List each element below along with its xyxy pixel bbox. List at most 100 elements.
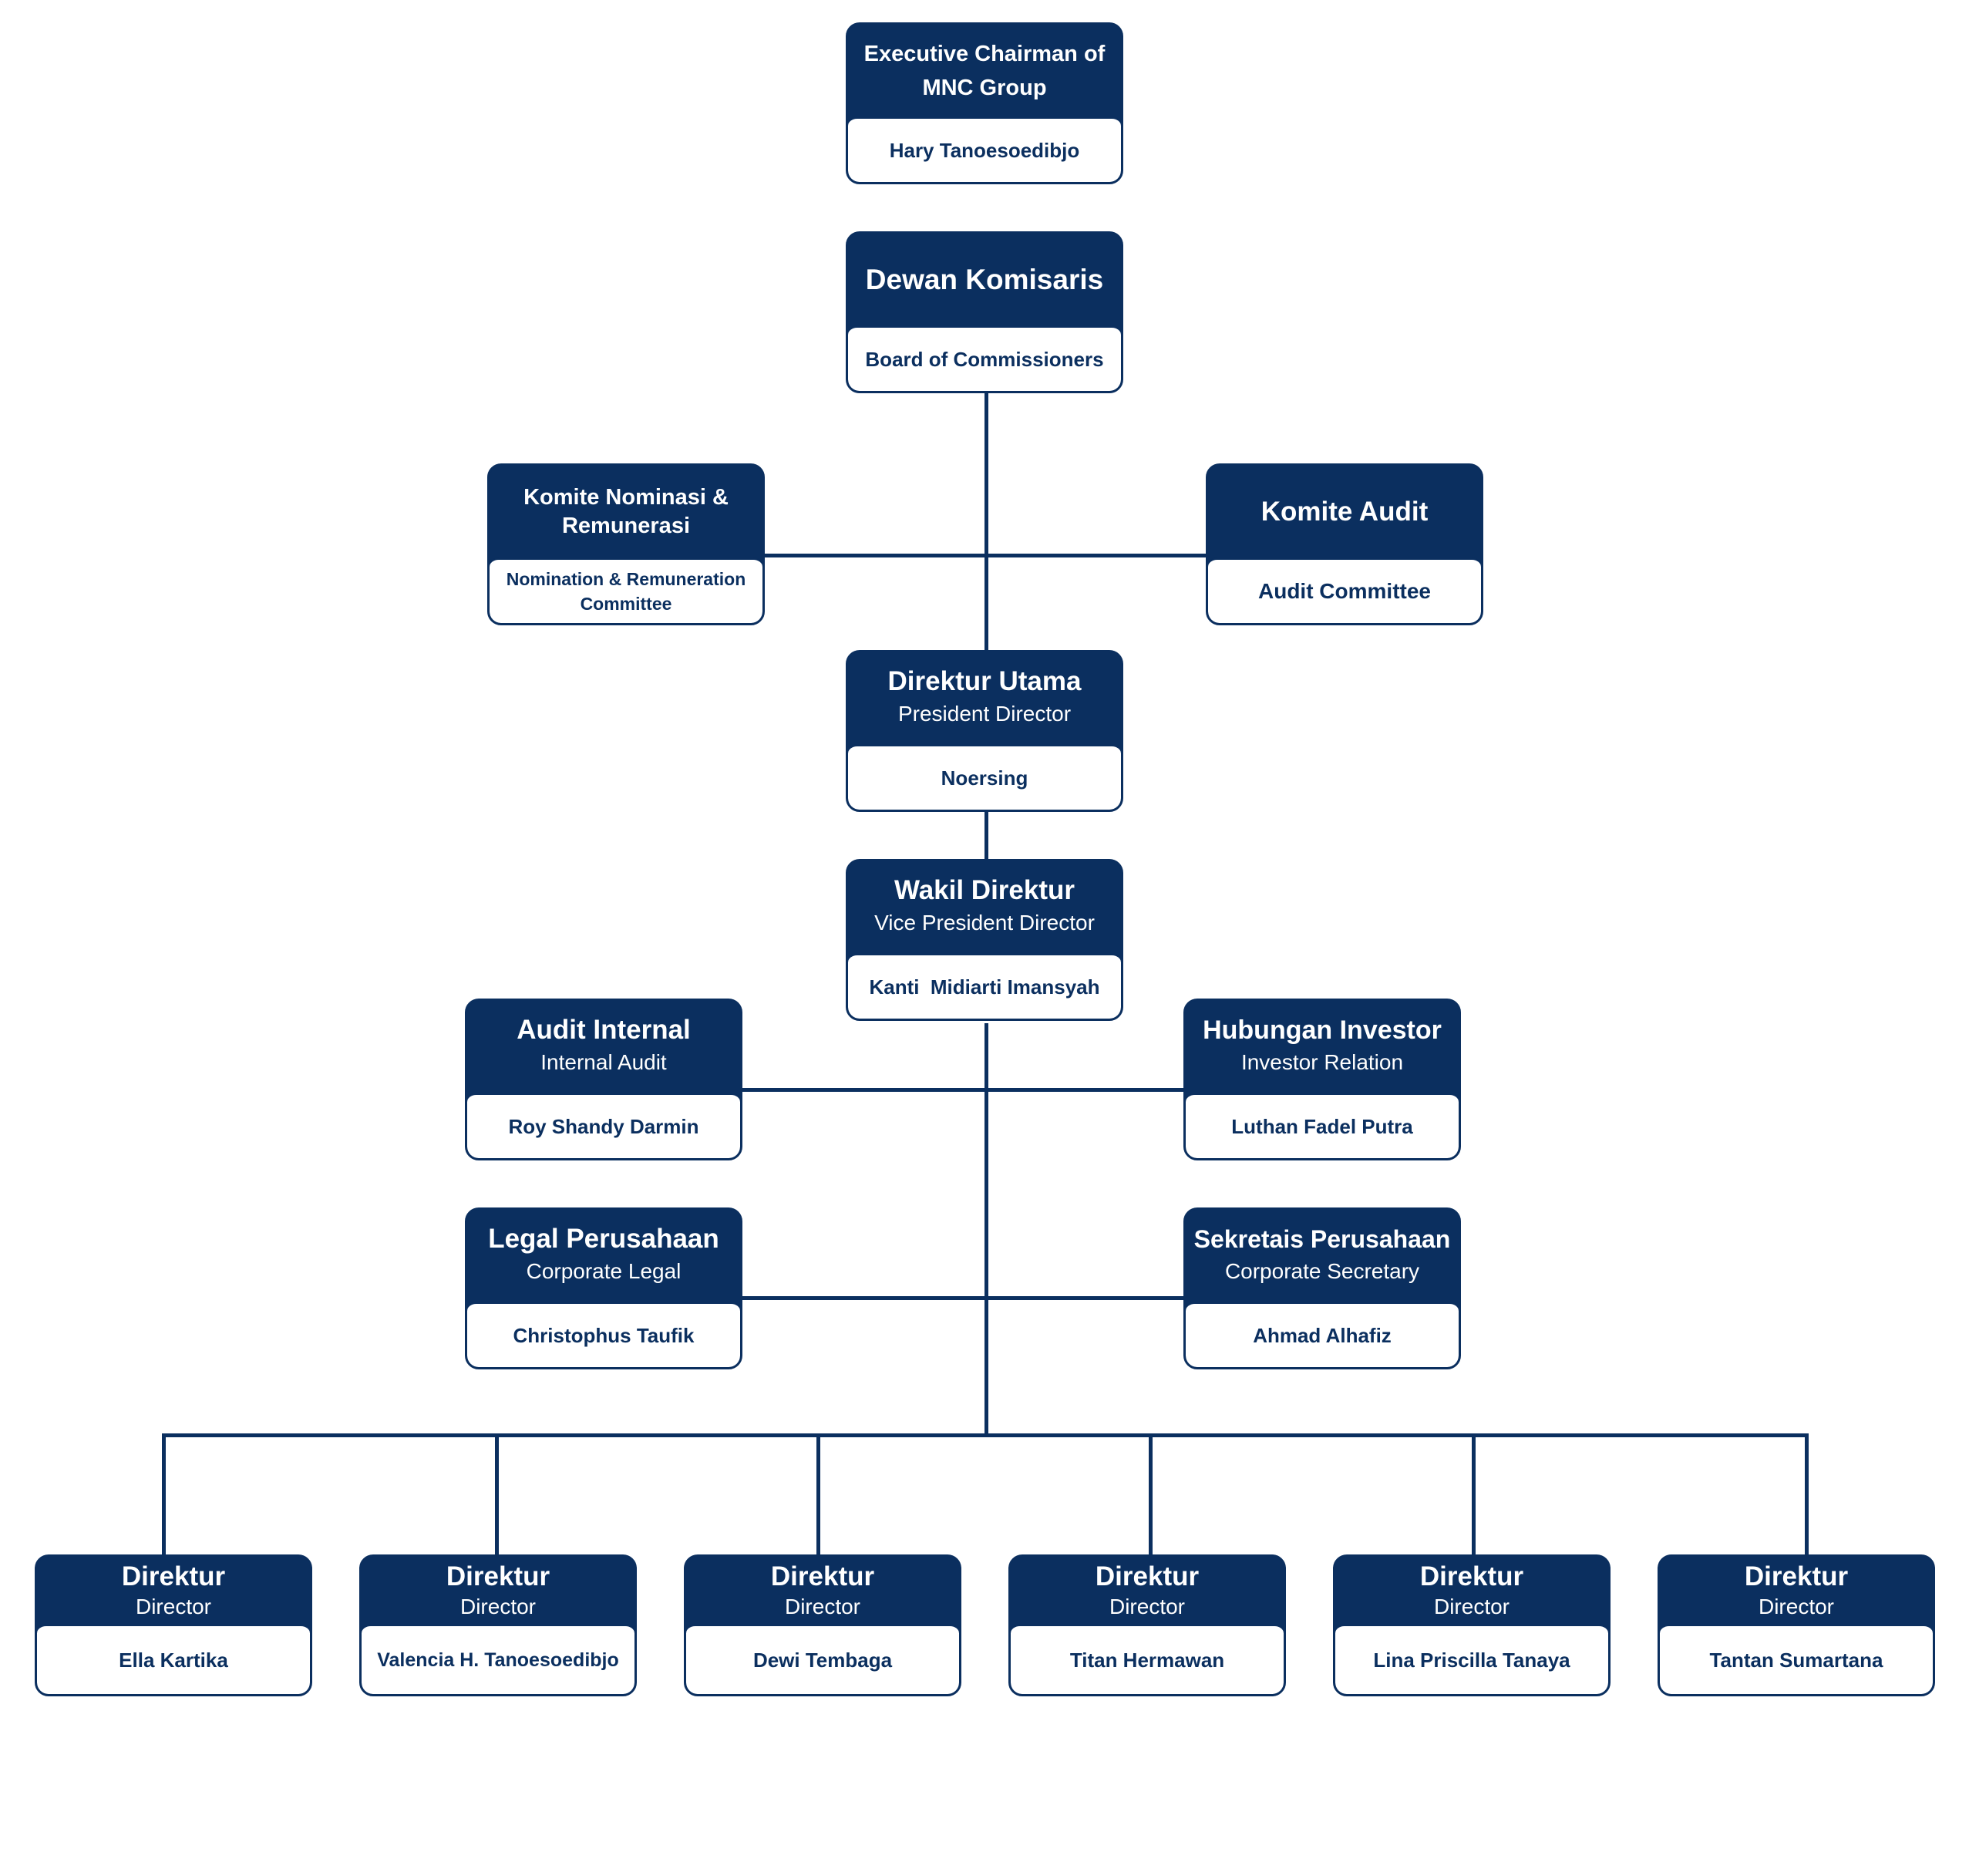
node-title: Legal Perusahaan xyxy=(488,1223,719,1254)
node-vice-president-director: Wakil Direktur Vice President Director K… xyxy=(846,859,1123,1021)
node-nomination-committee: Komite Nominasi & Remunerasi Nomination … xyxy=(487,463,765,625)
node-title: Wakil Direktur xyxy=(894,874,1075,905)
connector-president-to-vice xyxy=(984,812,988,862)
node-director-4: Direktur Director Titan Hermawan xyxy=(1008,1554,1286,1696)
node-name: Titan Hermawan xyxy=(1011,1624,1284,1694)
node-header: Direktur Director xyxy=(37,1557,310,1626)
node-name: Luthan Fadel Putra xyxy=(1186,1093,1459,1158)
person-name: Lina Priscilla Tanaya xyxy=(1373,1649,1570,1672)
node-subtitle: Corporate Secretary xyxy=(1224,1258,1420,1283)
person-name: Ella Kartika xyxy=(119,1649,228,1672)
person-name: Luthan Fadel Putra xyxy=(1231,1115,1413,1138)
node-investor-relation: Hubungan Investor Investor Relation Luth… xyxy=(1183,999,1461,1160)
node-title: Komite Nominasi & Remunerasi xyxy=(523,484,729,538)
connector-director-1 xyxy=(162,1433,166,1557)
node-header: Direktur Director xyxy=(1660,1557,1933,1626)
node-name: Christophus Taufik xyxy=(467,1302,740,1367)
node-name: Noersing xyxy=(848,744,1121,810)
node-title: Audit Internal xyxy=(517,1014,691,1045)
person-name: Audit Committee xyxy=(1258,579,1431,603)
person-name: Titan Hermawan xyxy=(1069,1649,1225,1672)
node-subtitle: Director xyxy=(1109,1595,1185,1618)
connector-vice-trunk xyxy=(984,1023,988,1437)
node-header: Legal Perusahaan Corporate Legal xyxy=(467,1210,740,1302)
node-corporate-legal: Legal Perusahaan Corporate Legal Christo… xyxy=(465,1207,742,1369)
node-subtitle: Director xyxy=(1433,1595,1510,1618)
node-header: Direktur Director xyxy=(1011,1557,1284,1626)
node-header: Hubungan Investor Investor Relation xyxy=(1186,1001,1459,1093)
node-name: Ella Kartika xyxy=(37,1624,310,1694)
node-header: Executive Chairman of MNC Group xyxy=(848,25,1121,116)
node-subtitle: President Director xyxy=(897,701,1072,726)
node-name: Tantan Sumartana xyxy=(1660,1624,1933,1694)
person-name: Roy Shandy Darmin xyxy=(508,1115,699,1138)
node-subtitle: Director xyxy=(459,1595,536,1618)
node-subtitle: Director xyxy=(784,1595,860,1618)
node-president-director: Direktur Utama President Director Noersi… xyxy=(846,650,1123,812)
connector-director-3 xyxy=(816,1433,820,1557)
node-header: Direktur Director xyxy=(686,1557,959,1626)
node-name: Board of Commissioners xyxy=(848,325,1121,391)
node-subtitle: Investor Relation xyxy=(1240,1049,1404,1074)
node-audit-committee: Komite Audit Audit Committee xyxy=(1206,463,1483,625)
node-header: Dewan Komisaris xyxy=(848,234,1121,325)
node-header: Wakil Direktur Vice President Director xyxy=(848,861,1121,953)
node-internal-audit: Audit Internal Internal Audit Roy Shandy… xyxy=(465,999,742,1160)
connector-legal-secretary xyxy=(742,1296,1185,1300)
node-header: Direktur Director xyxy=(1335,1557,1608,1626)
connector-director-4 xyxy=(1149,1433,1153,1557)
person-name: Noersing xyxy=(941,766,1028,790)
node-name: Lina Priscilla Tanaya xyxy=(1335,1624,1608,1694)
connector-director-2 xyxy=(495,1433,499,1557)
node-executive-chairman: Executive Chairman of MNC Group Hary Tan… xyxy=(846,22,1123,184)
connector-directors-bar xyxy=(162,1433,1809,1437)
connector-committees xyxy=(763,554,1210,557)
node-director-3: Direktur Director Dewi Tembaga xyxy=(684,1554,961,1696)
node-title: Direktur Utama xyxy=(887,665,1082,696)
person-name: Nomination & Remuneration Committee xyxy=(506,569,746,614)
node-subtitle: Vice President Director xyxy=(874,910,1095,935)
node-director-6: Direktur Director Tantan Sumartana xyxy=(1658,1554,1935,1696)
node-header: Komite Nominasi & Remunerasi xyxy=(490,466,762,557)
person-name: Christophus Taufik xyxy=(513,1324,695,1347)
node-corporate-secretary: Sekretais Perusahaan Corporate Secretary… xyxy=(1183,1207,1461,1369)
node-name: Audit Committee xyxy=(1208,557,1481,623)
node-title: Hubungan Investor xyxy=(1203,1015,1442,1045)
node-title: Direktur xyxy=(446,1561,550,1591)
node-header: Komite Audit xyxy=(1208,466,1481,557)
person-name: Tantan Sumartana xyxy=(1709,1649,1883,1672)
node-subtitle: Director xyxy=(135,1595,211,1618)
node-subtitle: Corporate Legal xyxy=(526,1258,682,1283)
person-name: Board of Commissioners xyxy=(865,348,1104,371)
node-name: Kanti Midiarti Imansyah xyxy=(848,953,1121,1019)
connector-audit-investor xyxy=(742,1088,1185,1092)
node-subtitle: Internal Audit xyxy=(540,1049,667,1074)
node-director-2: Direktur Director Valencia H. Tanoesoedi… xyxy=(359,1554,637,1696)
node-director-5: Direktur Director Lina Priscilla Tanaya xyxy=(1333,1554,1611,1696)
node-name: Roy Shandy Darmin xyxy=(467,1093,740,1158)
node-title: Sekretais Perusahaan xyxy=(1193,1224,1451,1253)
node-title: Executive Chairman of MNC Group xyxy=(863,41,1106,100)
node-header: Sekretais Perusahaan Corporate Secretary xyxy=(1186,1210,1459,1302)
node-title: Direktur xyxy=(1419,1561,1524,1591)
node-title: Direktur xyxy=(770,1561,875,1591)
node-name: Dewi Tembaga xyxy=(686,1624,959,1694)
node-name: Valencia H. Tanoesoedibjo xyxy=(362,1624,634,1694)
person-name: Kanti Midiarti Imansyah xyxy=(869,975,1100,999)
node-name: Nomination & Remuneration Committee xyxy=(490,557,762,623)
node-subtitle: Director xyxy=(1758,1595,1834,1618)
connector-board-to-president xyxy=(984,393,988,652)
node-name: Hary Tanoesoedibjo xyxy=(848,116,1121,182)
node-board-of-commissioners: Dewan Komisaris Board of Commissioners xyxy=(846,231,1123,393)
node-header: Direktur Director xyxy=(362,1557,634,1626)
person-name: Hary Tanoesoedibjo xyxy=(889,139,1080,162)
node-title: Direktur xyxy=(1095,1561,1200,1591)
person-name: Ahmad Alhafiz xyxy=(1253,1324,1392,1347)
node-header: Audit Internal Internal Audit xyxy=(467,1001,740,1093)
node-title: Komite Audit xyxy=(1260,496,1429,527)
connector-director-6 xyxy=(1805,1433,1809,1557)
node-name: Ahmad Alhafiz xyxy=(1186,1302,1459,1367)
node-title: Direktur xyxy=(121,1561,226,1591)
person-name: Dewi Tembaga xyxy=(752,1649,893,1672)
